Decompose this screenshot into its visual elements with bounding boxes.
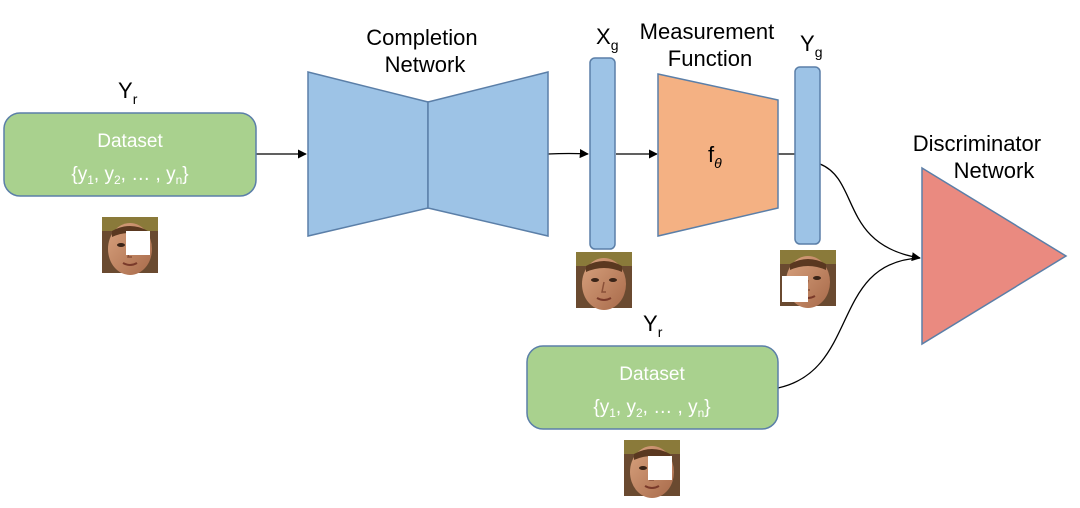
dataset-box-top: Dataset {y1, y2, … , yn} [3, 112, 257, 197]
face-image-completed [575, 251, 633, 311]
curve-dataset-to-discriminator [777, 257, 921, 389]
arrow-completion-to-xg [547, 149, 589, 159]
dataset-bottom-set: {y1, y2, … , yn} [593, 397, 710, 420]
curve-yg-to-discriminator [819, 163, 921, 262]
dataset-top-set: {y1, y2, … , yn} [71, 164, 188, 187]
xg-vector [589, 57, 616, 250]
connectors [256, 149, 921, 389]
dataset-top-title: Dataset [97, 131, 163, 152]
face-image-masked-bottom [623, 439, 681, 499]
discriminator-network-label: Discriminator Network [913, 131, 1047, 183]
measurement-function-label: Measurement Function [640, 19, 781, 71]
dataset-box-bottom: Dataset {y1, y2, … , yn} [526, 345, 779, 430]
yr-bottom-label: Yr [643, 311, 663, 340]
yr-top-label: Yr [118, 78, 138, 107]
discriminator-network [921, 166, 1068, 346]
yg-vector [794, 66, 821, 245]
yg-label: Yg [800, 31, 822, 60]
dataset-bottom-title: Dataset [619, 364, 685, 385]
xg-label: Xg [596, 24, 618, 53]
face-image-masked-top [101, 216, 159, 276]
completion-network [307, 71, 549, 237]
f-theta-label: fθ [708, 142, 722, 171]
measurement-function: fθ [657, 73, 779, 237]
face-image-masked-yg [779, 249, 837, 309]
completion-network-label: Completion Network [366, 25, 483, 77]
